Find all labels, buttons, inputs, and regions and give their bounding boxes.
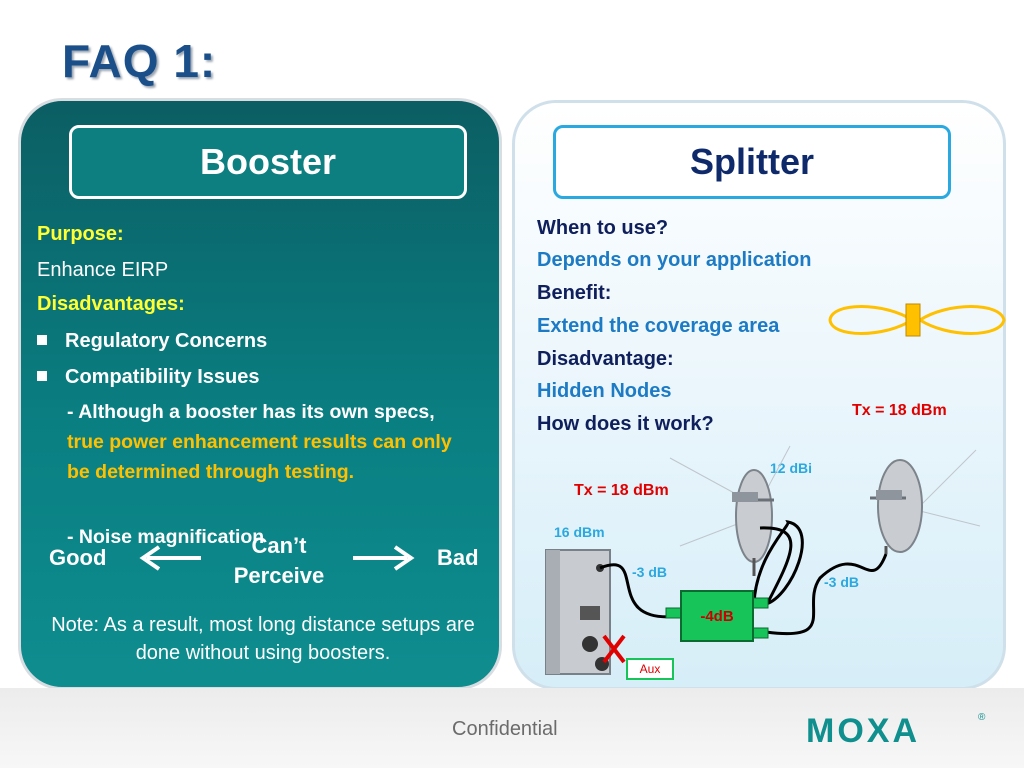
noise-line: - Noise magnification — [67, 526, 265, 548]
booster-panel: Booster Purpose: Enhance EIRP Disadvanta… — [18, 98, 502, 690]
when-value: Depends on your application — [537, 249, 812, 271]
loss-left-label: -3 dB — [632, 564, 667, 580]
footer-band — [0, 688, 1024, 768]
benefit-value: Extend the coverage area — [537, 315, 780, 337]
bullet-text: Regulatory Concerns — [65, 330, 268, 352]
wireless-device-icon — [545, 549, 611, 675]
scale-middle: Can’t Perceive — [233, 533, 325, 588]
arrow-right-icon — [353, 545, 415, 571]
detail-prefix: - Although a booster has its own specs, — [67, 401, 435, 423]
perception-scale: Good Can’t Perceive Bad — [21, 531, 499, 601]
dish-antenna-icon — [732, 469, 774, 576]
disadvantage-label: Disadvantage: — [537, 348, 674, 370]
detail-highlight: true power enhancement results can only … — [67, 431, 452, 483]
dish-antenna-icon — [870, 459, 923, 554]
aux-port-label: Aux — [626, 658, 674, 680]
square-bullet-icon — [37, 334, 47, 345]
arrow-left-icon — [139, 545, 201, 571]
bullet-item: Compatibility Issues — [37, 366, 260, 389]
booster-heading: Booster — [69, 125, 467, 199]
when-label: When to use? — [537, 217, 669, 239]
how-label: How does it work? — [537, 413, 714, 435]
benefit-label: Benefit: — [537, 282, 612, 304]
bullet-text: Compatibility Issues — [65, 366, 260, 388]
splitter-heading: Splitter — [553, 125, 951, 199]
footer-confidential: Confidential — [452, 718, 558, 740]
coverage-pattern-icon — [828, 303, 1006, 337]
moxa-logo: MOXA — [806, 712, 920, 750]
device-power-label: 16 dBm — [554, 524, 605, 540]
disconnected-x-icon — [602, 634, 626, 664]
scale-good: Good — [49, 545, 107, 570]
bullet-item: Regulatory Concerns — [37, 330, 267, 353]
slide-title: FAQ 1: — [62, 35, 217, 87]
splitter-box: -4dB — [680, 590, 754, 642]
booster-note: Note: As a result, most long distance se… — [51, 614, 475, 664]
registered-mark: ® — [978, 712, 986, 723]
purpose-value: Enhance EIRP — [37, 259, 169, 281]
tx-right-label: Tx = 18 dBm — [852, 402, 947, 419]
splitter-diagram — [545, 445, 981, 675]
tx-left-label: Tx = 18 dBm — [574, 482, 669, 499]
disadvantages-label: Disadvantages: — [37, 293, 185, 315]
loss-right-label: -3 dB — [824, 574, 859, 590]
scale-bad: Bad — [437, 545, 479, 570]
square-bullet-icon — [37, 370, 47, 381]
booster-detail: - Although a booster has its own specs, … — [67, 397, 467, 487]
disadvantage-value: Hidden Nodes — [537, 380, 672, 402]
purpose-label: Purpose: — [37, 223, 124, 245]
